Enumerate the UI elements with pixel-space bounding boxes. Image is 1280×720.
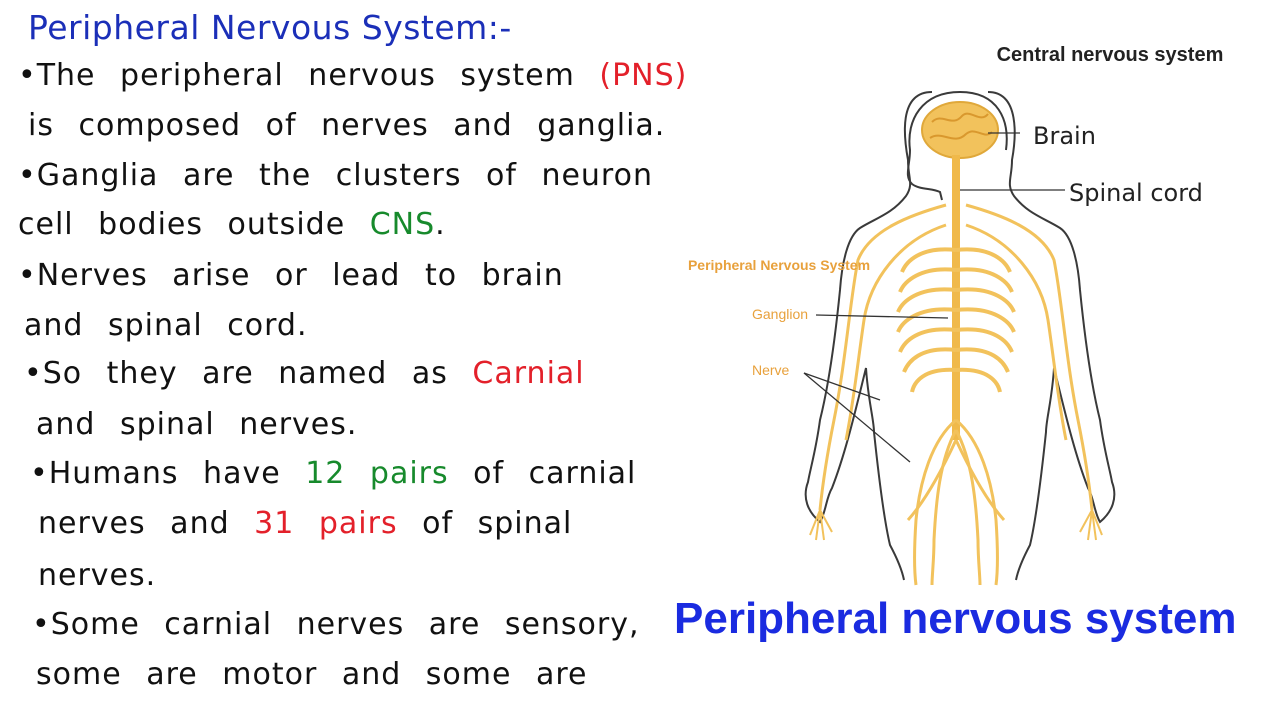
note-text: of carnial xyxy=(448,456,637,491)
note-text: •The peripheral nervous system xyxy=(18,58,600,93)
highlighted-term: 12 pairs xyxy=(305,456,449,491)
note-text: . xyxy=(435,207,446,242)
diagram-caption: Peripheral nervous system xyxy=(674,594,1237,643)
highlighted-term: 31 pairs xyxy=(254,506,398,541)
ganglion-label: Ganglion xyxy=(752,306,809,322)
note-text: and spinal nerves. xyxy=(36,407,358,442)
notes-title: Peripheral Nervous System:- xyxy=(28,8,512,47)
note-text: nerves and xyxy=(38,506,255,541)
cns-label: Central nervous system xyxy=(996,44,1224,66)
note-line: •Nerves arise or lead to brain xyxy=(18,258,564,293)
brain-label: Brain xyxy=(1033,122,1096,150)
note-line: cell bodies outside CNS. xyxy=(18,207,446,242)
note-line: •So they are named as Carnial xyxy=(24,356,585,391)
hand-nerves xyxy=(809,509,1103,541)
note-text: is composed of nerves and ganglia. xyxy=(28,108,666,143)
brain-folds xyxy=(929,112,993,140)
notes-panel: Peripheral Nervous System:- •The periphe… xyxy=(18,8,686,692)
note-text: •Humans have xyxy=(30,456,306,491)
note-text: •So they are named as xyxy=(24,356,473,391)
note-line: is composed of nerves and ganglia. xyxy=(28,108,665,143)
highlighted-term: CNS xyxy=(369,207,436,242)
nerve-label: Nerve xyxy=(752,362,790,378)
nervous-system-diagram: Central nervous system Brain Spinal cord… xyxy=(670,0,1280,720)
note-text: •Nerves arise or lead to brain xyxy=(18,258,564,293)
note-line: nerves and 31 pairs of spinal xyxy=(38,506,572,541)
body-figure-svg xyxy=(803,91,1116,586)
note-line: •Some carnial nerves are sensory, xyxy=(32,607,640,642)
note-line: and spinal nerves. xyxy=(36,407,357,442)
note-line: •Ganglia are the clusters of neuron xyxy=(18,158,653,193)
label-pointers xyxy=(803,132,1065,463)
head-outline xyxy=(906,91,1008,201)
pns-label: Peripheral Nervous System xyxy=(687,257,871,273)
note-text: and spinal cord. xyxy=(24,308,308,343)
note-line: some are motor and some are xyxy=(36,657,588,692)
highlighted-term: (PNS) xyxy=(599,58,688,93)
note-line: •Humans have 12 pairs of carnial xyxy=(30,456,636,491)
note-text: •Ganglia are the clusters of neuron xyxy=(18,158,653,193)
note-text: cell bodies outside xyxy=(18,207,370,242)
note-text: nerves. xyxy=(38,558,157,593)
note-text: some are motor and some are xyxy=(36,657,588,692)
highlighted-term: Carnial xyxy=(472,356,585,391)
note-line: and spinal cord. xyxy=(24,308,308,343)
note-line: nerves. xyxy=(38,558,156,593)
note-text: of spinal xyxy=(397,506,573,541)
note-text: •Some carnial nerves are sensory, xyxy=(32,607,640,642)
limb-nerves xyxy=(818,203,1094,586)
spinal-cord-label: Spinal cord xyxy=(1069,179,1203,207)
note-line: •The peripheral nervous system (PNS) xyxy=(18,58,687,93)
brain-shape xyxy=(921,101,999,159)
thoracic-nerves xyxy=(896,247,1016,393)
